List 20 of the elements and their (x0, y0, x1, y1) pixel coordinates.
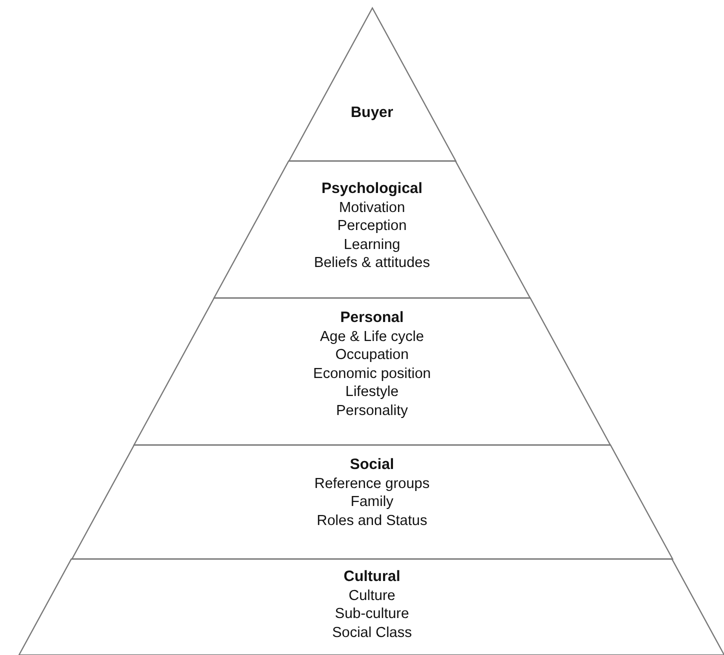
tier-heading: Cultural (344, 568, 400, 586)
factor-label: Lifestyle (345, 383, 399, 402)
factor-label: Beliefs & attitudes (314, 254, 430, 272)
factor-label: Learning (344, 236, 400, 254)
factor-label: Age & Life cycle (320, 328, 424, 346)
tier-heading: Psychological (322, 180, 422, 198)
factor-label: Economic position (313, 364, 431, 383)
factor-label: Social Class (332, 624, 412, 642)
tier-heading: Personal (340, 309, 404, 328)
factor-label: Roles and Status (316, 512, 428, 530)
factor-label: Motivation (338, 198, 406, 217)
factor-label: Personality (336, 402, 408, 420)
factor-label: Occupation (335, 346, 409, 364)
tier-heading: Social (350, 456, 394, 474)
factor-label: Culture (348, 586, 396, 605)
factor-label: Sub-culture (334, 605, 410, 624)
factor-label: Family (350, 493, 394, 512)
factor-label: Reference groups (314, 474, 430, 493)
tier-heading: Buyer (350, 104, 394, 122)
factor-label: Perception (337, 217, 407, 236)
